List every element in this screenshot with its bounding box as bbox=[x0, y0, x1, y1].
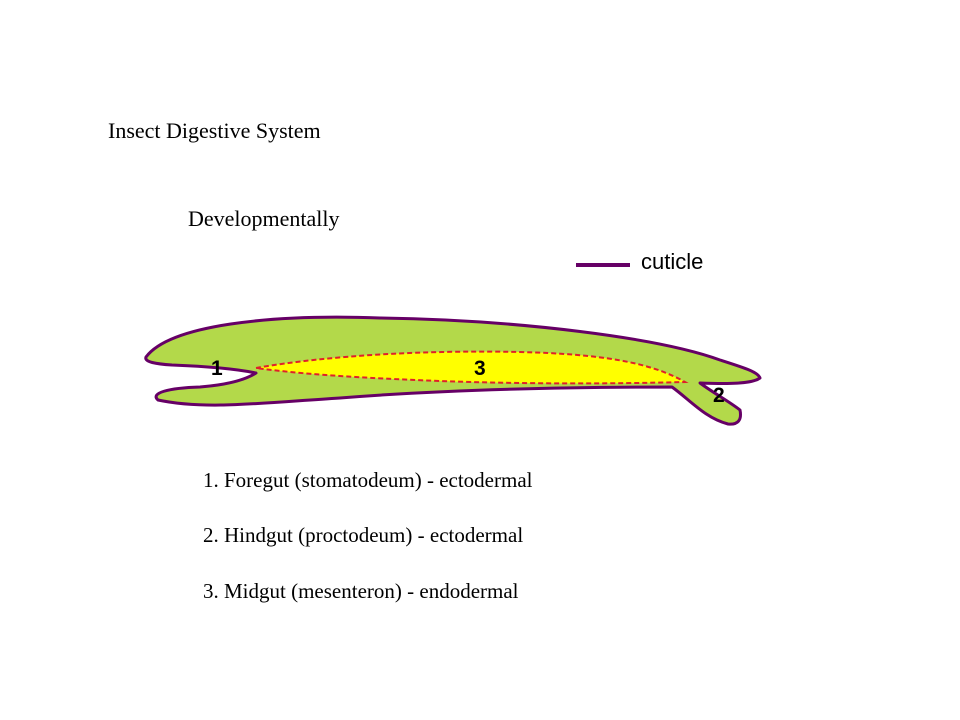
subtitle: Developmentally bbox=[188, 206, 340, 231]
legend-cuticle-swatch bbox=[576, 263, 630, 267]
midgut-shape bbox=[255, 350, 689, 385]
legend-cuticle-label: cuticle bbox=[641, 249, 704, 274]
list-item-midgut: 3. Midgut (mesenteron) - endodermal bbox=[203, 579, 519, 603]
label-midgut: 3 bbox=[474, 357, 486, 380]
page-title: Insect Digestive System bbox=[108, 118, 321, 143]
label-hindgut: 2 bbox=[713, 384, 725, 407]
label-foregut: 1 bbox=[211, 357, 223, 380]
list-item-foregut: 1. Foregut (stomatodeum) - ectodermal bbox=[203, 468, 533, 492]
list-item-hindgut: 2. Hindgut (proctodeum) - ectodermal bbox=[203, 523, 524, 547]
